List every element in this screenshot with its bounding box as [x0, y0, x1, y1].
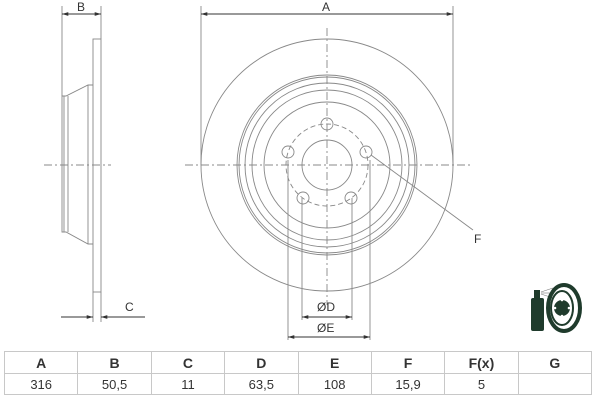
brake-disc-drawing [44, 6, 582, 340]
front-view [185, 6, 474, 340]
header-c: C [150, 351, 226, 374]
value-b: 50,5 [77, 373, 152, 395]
value-c: 11 [150, 373, 226, 395]
header-g: G [517, 351, 593, 374]
value-a: 316 [3, 373, 79, 395]
dimension-label-e: ØE [317, 321, 335, 335]
header-a: A [3, 351, 79, 374]
header-b: B [77, 351, 152, 374]
value-f: 15,9 [370, 373, 446, 395]
spray-can-brake-disc-icon [531, 283, 582, 333]
spec-table: A B C D E F F(x) G 316 50,5 11 63,5 108 … [3, 351, 593, 395]
value-g [517, 373, 593, 395]
dimension-label-c: C [125, 300, 134, 314]
dimension-label-f: F [474, 232, 482, 246]
spec-value-row: 316 50,5 11 63,5 108 15,9 5 [3, 373, 593, 395]
side-view [44, 6, 111, 322]
value-d: 63,5 [224, 373, 299, 395]
header-e: E [297, 351, 372, 374]
spec-header-row: A B C D E F F(x) G [3, 351, 593, 374]
dimension-label-b: B [77, 0, 86, 14]
value-e: 108 [297, 373, 372, 395]
dimension-label-a: A [322, 0, 331, 14]
header-d: D [224, 351, 299, 374]
header-f: F [370, 351, 446, 374]
dimension-label-d: ØD [317, 300, 335, 314]
header-fx: F(x) [444, 351, 519, 374]
technical-drawing: B C A ØD ØE F [44, 0, 582, 340]
value-fx: 5 [444, 373, 519, 395]
